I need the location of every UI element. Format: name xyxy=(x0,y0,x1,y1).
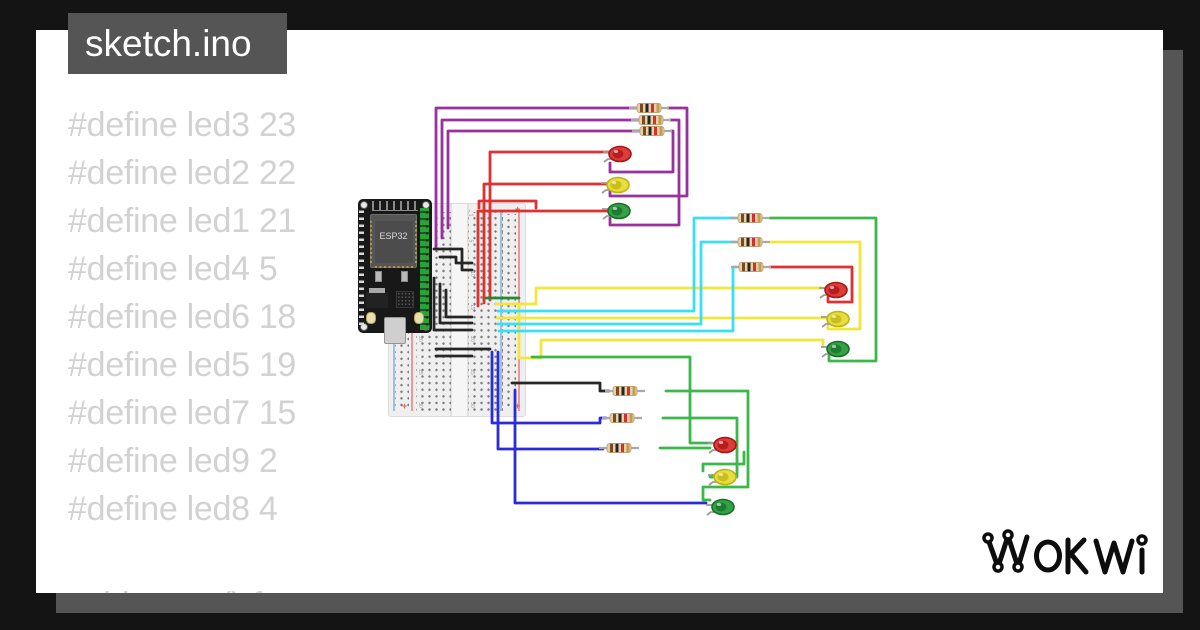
wire-yellow xyxy=(494,286,825,306)
resistor xyxy=(632,126,672,136)
wire-purple xyxy=(608,118,681,227)
led-red xyxy=(603,145,632,163)
wire-green xyxy=(701,450,746,473)
wire-purple xyxy=(434,106,639,249)
breadboard-plus-mark: + xyxy=(515,204,521,214)
resistor xyxy=(730,213,770,223)
led-yellow xyxy=(601,176,630,194)
logo-node-icon xyxy=(1012,561,1024,573)
led-red xyxy=(819,281,848,299)
wire-purple xyxy=(446,129,642,230)
capacitor-icon xyxy=(401,271,408,282)
file-tab: sketch.ino xyxy=(68,13,287,74)
wire-purple xyxy=(608,129,675,174)
code-line: #define led5 19 xyxy=(68,346,297,384)
code-line: #define led9 2 xyxy=(68,442,278,480)
capacitor-icon xyxy=(375,271,382,282)
wire-purple xyxy=(440,118,641,240)
logo-dot-icon xyxy=(1136,534,1148,546)
wire-black xyxy=(444,288,474,319)
esp32-label: ESP32 xyxy=(379,231,408,241)
wire-yellow xyxy=(517,304,825,360)
code-line: #define led3 23 xyxy=(68,106,297,144)
circuit-svg xyxy=(432,103,878,516)
code-line: #define led8 4 xyxy=(68,490,278,528)
resistor xyxy=(602,413,642,423)
code-line-partial: void setup() { xyxy=(68,581,296,593)
wire-blue xyxy=(496,350,605,451)
code-line: #define led2 22 xyxy=(68,154,297,192)
wire-red xyxy=(476,209,610,308)
wire-red xyxy=(488,150,611,302)
usb-chip-icon xyxy=(396,291,414,308)
wire-black xyxy=(432,276,474,332)
led-green xyxy=(706,498,735,516)
resistor xyxy=(599,443,639,453)
mount-hole-icon xyxy=(360,201,368,209)
resistor xyxy=(730,237,770,247)
file-tab-title: sketch.ino xyxy=(85,23,252,64)
wire-black xyxy=(432,247,474,272)
breadboard-plus-mark: + xyxy=(402,401,408,411)
led-green xyxy=(602,202,631,220)
en-button-icon xyxy=(366,312,376,324)
wire-green xyxy=(530,355,714,445)
wire-green xyxy=(664,389,750,502)
wire-black xyxy=(510,381,611,393)
wokwi-logo xyxy=(982,529,1148,575)
voltage-regulator-icon xyxy=(366,288,388,308)
logo-letter-o xyxy=(1034,539,1062,573)
wire-blue xyxy=(513,388,708,505)
module-pins-icon xyxy=(415,221,417,263)
logo-node-icon xyxy=(992,561,1004,573)
wire-black xyxy=(438,282,474,325)
wire-purple xyxy=(608,106,689,198)
wire-cyan xyxy=(496,240,738,326)
code-line: #define led1 21 xyxy=(68,202,297,240)
right-pin-header xyxy=(420,208,429,330)
resistor xyxy=(631,115,671,125)
code-line: #define led7 15 xyxy=(68,394,297,432)
led-green xyxy=(821,340,850,358)
wire-red xyxy=(768,265,854,304)
boot-button-icon xyxy=(414,312,424,324)
wire-black xyxy=(438,255,474,265)
wire-blue xyxy=(490,350,608,425)
resistor xyxy=(629,103,669,113)
logo-letter-w2 xyxy=(1093,538,1135,575)
usb-connector-icon xyxy=(384,317,406,344)
esp32-board: ESP32 xyxy=(358,199,432,344)
code-block: #define led3 23 #define led2 22 #define le… xyxy=(68,101,296,593)
breadboard-plus-mark: + xyxy=(515,401,521,411)
wire-green xyxy=(768,216,878,363)
preview-canvas: #define led3 23 #define led2 22 #define le… xyxy=(36,30,1163,593)
wire-red xyxy=(477,199,538,210)
logo-node-icon xyxy=(982,532,994,544)
wire-yellow xyxy=(768,240,862,331)
left-pin-pads xyxy=(359,207,364,325)
code-line: #define led4 5 xyxy=(68,250,278,288)
module-shield xyxy=(375,221,413,263)
resistor xyxy=(605,386,645,396)
led-yellow xyxy=(821,310,850,328)
logo-node-icon xyxy=(1002,529,1014,541)
led-red xyxy=(708,436,737,454)
code-line: #define led6 18 xyxy=(68,298,297,336)
led-yellow xyxy=(708,468,737,486)
esp32-module: ESP32 xyxy=(370,214,417,268)
wire-cyan xyxy=(496,216,738,313)
module-pins-icon xyxy=(370,221,372,263)
wifi-antenna-icon xyxy=(372,201,418,211)
wire-red xyxy=(482,182,609,305)
resistor xyxy=(731,262,771,272)
logo-letter-k xyxy=(1068,551,1089,575)
mount-hole-icon xyxy=(360,323,368,331)
module-pins-icon xyxy=(375,266,413,268)
